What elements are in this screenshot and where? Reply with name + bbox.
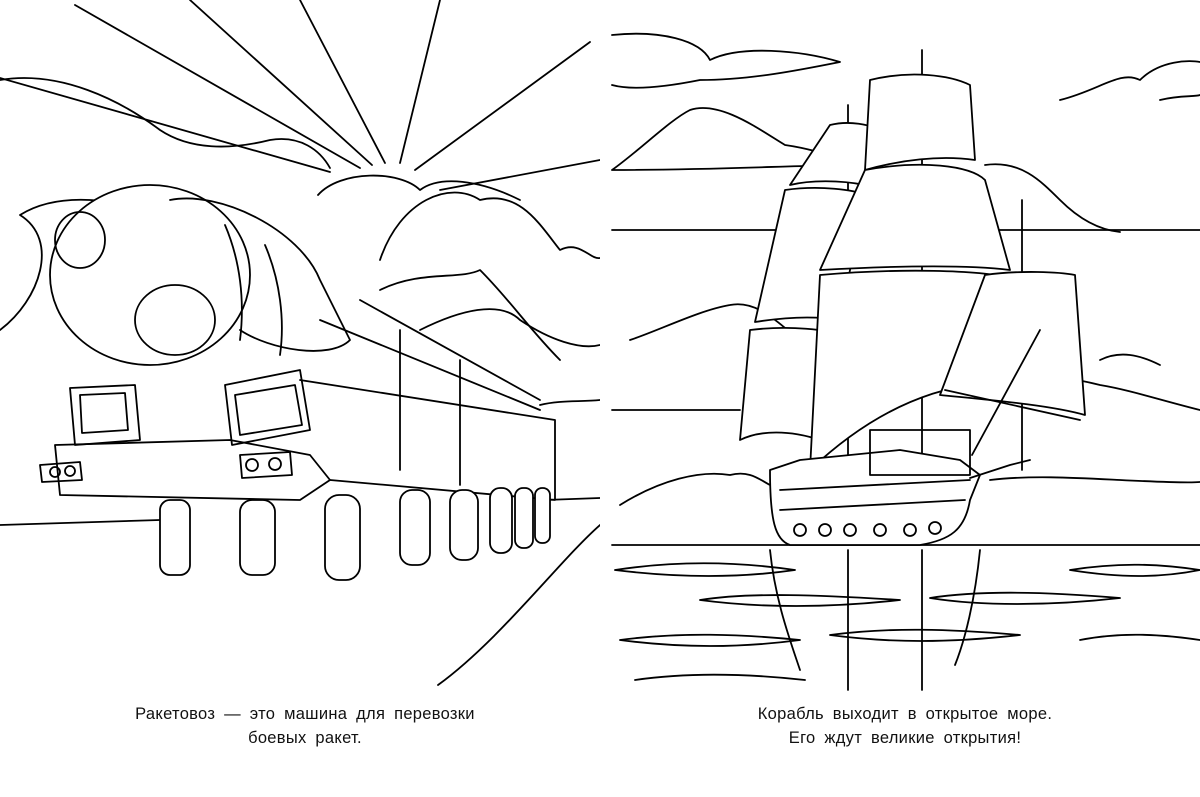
right-page: Корабль выходит в открытое море. Его жду… (600, 0, 1200, 797)
truck (39, 299, 556, 581)
right-caption-line-2: Его ждут великие открытия! (788, 729, 1022, 747)
ship (739, 49, 1086, 691)
rocket-carrier-illustration (0, 0, 600, 686)
left-caption: Ракетовоз — это машина для перевозки бое… (90, 702, 520, 750)
rocket (49, 184, 351, 366)
sun-rays (0, 0, 600, 191)
sky-lines (611, 32, 1200, 681)
left-page: Ракетовоз — это машина для перевозки бое… (0, 0, 600, 750)
right-caption: Корабль выходит в открытое море. Его жду… (700, 702, 1110, 750)
left-caption-line-1: Ракетовоз — это машина для перевозки (135, 705, 475, 723)
left-caption-line-2: боевых ракет. (248, 729, 362, 747)
right-caption-line-1: Корабль выходит в открытое море. (757, 705, 1053, 723)
sailing-ship-illustration (611, 32, 1200, 691)
background-hills (0, 77, 600, 686)
